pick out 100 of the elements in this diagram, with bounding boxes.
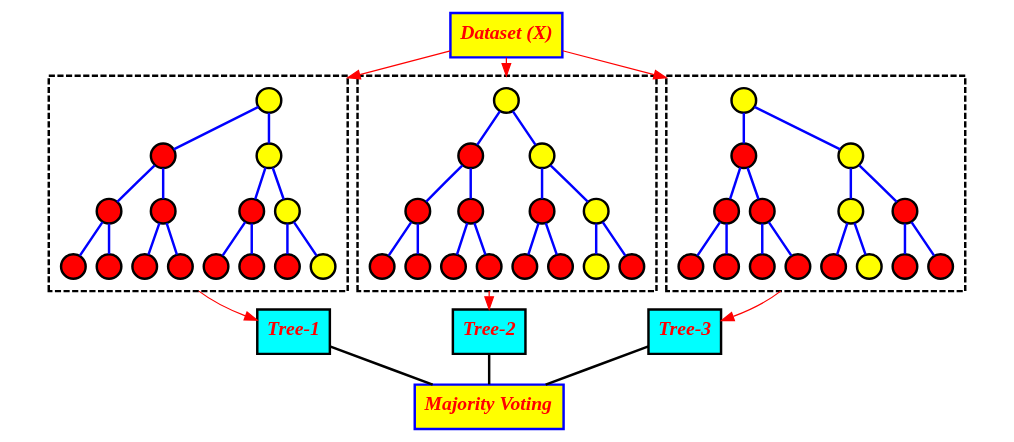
connector — [746, 167, 760, 200]
connector — [761, 223, 764, 255]
connector — [221, 221, 247, 257]
connector — [286, 223, 289, 255]
node-circle — [404, 253, 432, 281]
connector — [78, 221, 104, 257]
node-circle — [820, 253, 848, 281]
node-box: Tree-3 — [647, 308, 723, 356]
arrow — [345, 50, 451, 80]
node-circle — [618, 253, 646, 281]
node-circle — [149, 197, 177, 225]
connector — [601, 221, 627, 257]
connector — [527, 222, 540, 255]
node-circle — [238, 253, 266, 281]
connector — [161, 168, 165, 199]
connector — [173, 105, 259, 151]
node-box: Tree-1 — [256, 308, 332, 356]
connector — [250, 223, 253, 255]
node-box: Majority Voting — [413, 383, 565, 431]
cluster — [356, 74, 658, 293]
node-circle — [95, 197, 123, 225]
connector — [292, 221, 318, 257]
node-circle — [309, 253, 337, 281]
connector — [476, 110, 501, 146]
node-circle — [582, 197, 610, 225]
node-circle — [273, 197, 301, 225]
node-circle — [891, 197, 919, 225]
arrow — [719, 290, 782, 322]
arrow — [198, 290, 259, 321]
connector — [696, 221, 722, 257]
node-circle — [891, 253, 919, 281]
node-circle — [837, 142, 865, 170]
node-circle — [457, 197, 485, 225]
node-circle — [492, 86, 520, 114]
connector — [549, 164, 589, 203]
connector — [767, 221, 793, 257]
connector — [545, 345, 649, 386]
node-box: Dataset (X) — [449, 11, 564, 59]
node-circle — [677, 253, 705, 281]
connector — [267, 112, 271, 144]
connector — [753, 105, 841, 151]
node-circle — [59, 253, 87, 281]
connector — [254, 167, 267, 200]
connector — [511, 110, 537, 146]
node-circle — [713, 197, 741, 225]
connector — [165, 222, 179, 255]
node-circle — [457, 142, 485, 170]
node-circle — [511, 253, 539, 281]
connector — [544, 222, 558, 255]
node-circle — [730, 142, 758, 170]
arrow — [561, 50, 669, 80]
connector — [147, 222, 161, 255]
connector — [725, 223, 728, 255]
node-circle — [255, 142, 283, 170]
connector — [425, 164, 464, 203]
node-circle — [166, 253, 194, 281]
node-circle — [730, 86, 758, 114]
node-circle — [748, 253, 776, 281]
node-circle — [255, 86, 283, 114]
connector — [329, 345, 434, 386]
node-circle — [131, 253, 159, 281]
node-circle — [238, 197, 266, 225]
node-circle — [439, 253, 468, 281]
connector — [835, 222, 849, 255]
connector — [594, 223, 598, 255]
node-circle — [748, 197, 776, 225]
connector — [858, 164, 898, 203]
node-circle — [368, 253, 396, 281]
connector — [387, 221, 413, 257]
node-circle — [927, 253, 955, 281]
connector — [469, 168, 472, 199]
node-circle — [404, 197, 432, 225]
node-circle — [528, 142, 556, 170]
connector — [473, 222, 487, 255]
connector — [416, 223, 420, 255]
node-circle — [202, 253, 230, 281]
connector — [487, 353, 491, 385]
connector — [540, 168, 544, 199]
connector — [271, 167, 285, 200]
connector — [107, 223, 111, 255]
cluster — [665, 74, 967, 293]
connector — [849, 168, 853, 199]
node-circle — [582, 253, 610, 281]
node-circle — [528, 197, 556, 225]
connector — [742, 112, 746, 144]
node-circle — [713, 253, 741, 281]
node-circle — [855, 253, 883, 281]
connector — [116, 164, 156, 203]
node-circle — [475, 253, 503, 281]
node-box: Tree-2 — [451, 308, 527, 356]
node-circle — [784, 253, 812, 281]
node-circle — [273, 253, 301, 281]
connector — [853, 222, 867, 255]
cluster — [47, 74, 349, 293]
connector — [455, 222, 469, 255]
connector — [903, 223, 907, 255]
connector — [910, 221, 936, 257]
node-circle — [547, 253, 575, 281]
connector — [728, 167, 742, 200]
node-circle — [95, 253, 123, 281]
